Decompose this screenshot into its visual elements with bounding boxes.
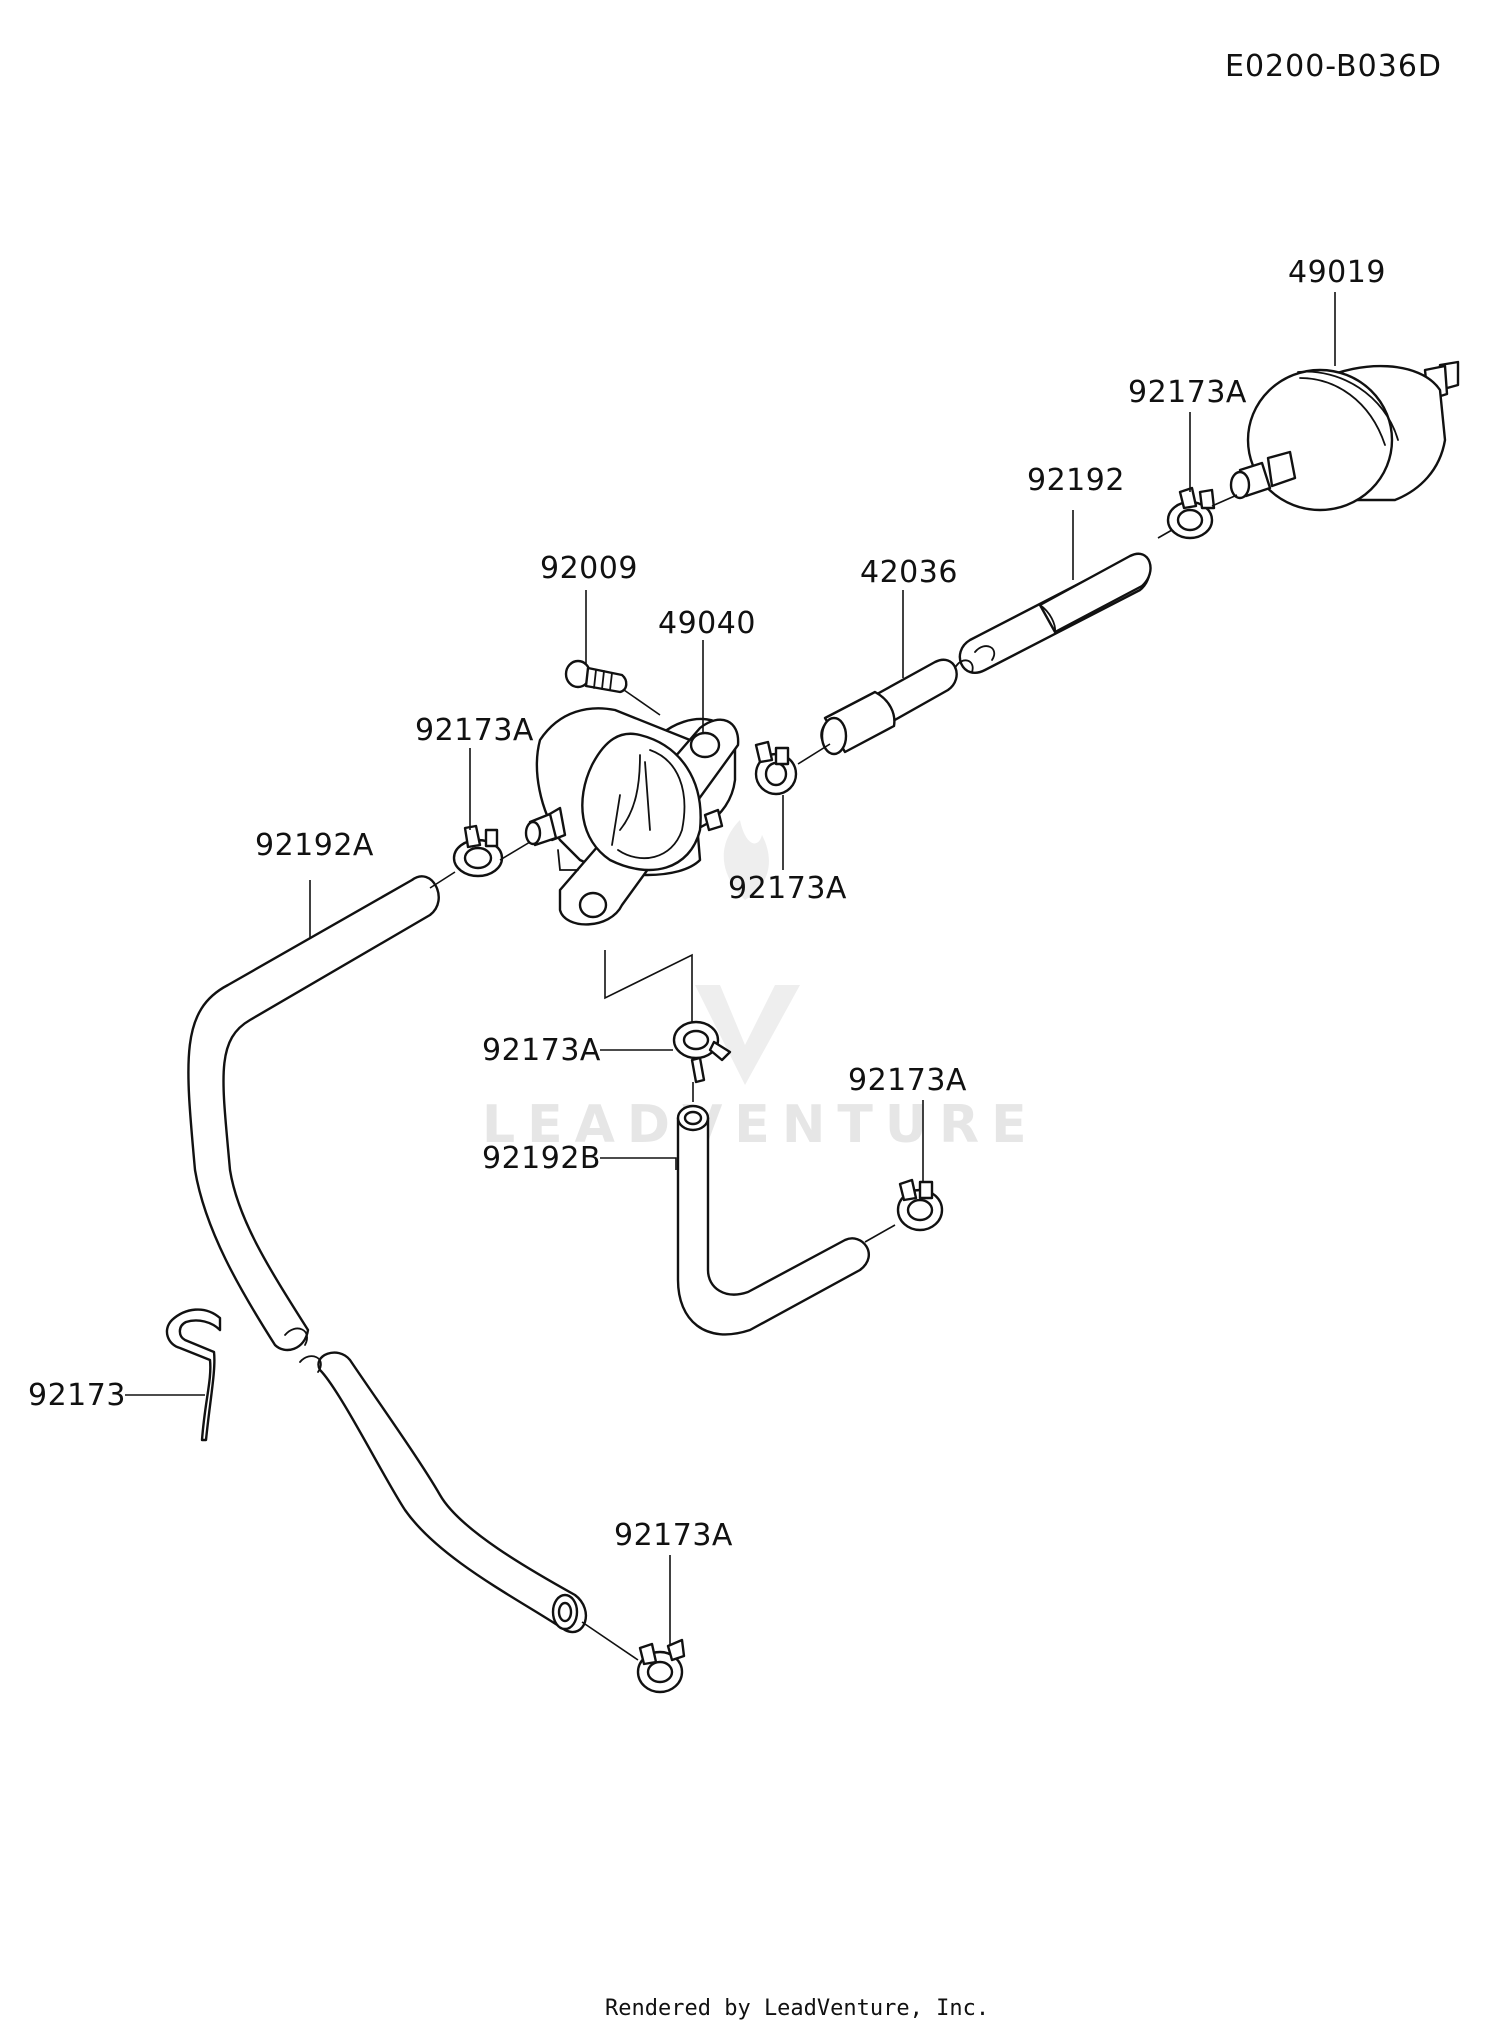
hose-upper-illustration[interactable] <box>958 552 1152 674</box>
clamp-hose-b-illustration[interactable] <box>896 1178 944 1232</box>
callout-92173A-pump-bottom[interactable]: 92173A <box>482 1033 601 1068</box>
reference-code: E0200-B036D <box>1225 49 1442 84</box>
clip-illustration[interactable] <box>165 1308 222 1442</box>
fuel-pump-illustration[interactable] <box>524 707 740 926</box>
callout-92009[interactable]: 92009 <box>540 551 638 586</box>
pipe-joint-illustration[interactable] <box>820 658 958 756</box>
callout-49019[interactable]: 49019 <box>1288 255 1386 290</box>
break-mark-upper <box>954 645 996 673</box>
hose-b-illustration[interactable] <box>676 1104 870 1336</box>
callout-92173A-hose-b[interactable]: 92173A <box>848 1063 967 1098</box>
break-mark-lower <box>284 1327 322 1373</box>
callout-92192B[interactable]: 92192B <box>482 1141 601 1176</box>
callout-49040[interactable]: 49040 <box>658 606 756 641</box>
clamp-pump-left-illustration[interactable] <box>452 824 504 878</box>
callout-92192A[interactable]: 92192A <box>255 828 374 863</box>
clamp-pump-right-illustration[interactable] <box>754 740 798 796</box>
clamp-filter-illustration[interactable] <box>1166 486 1216 540</box>
callout-92173A-pump-right[interactable]: 92173A <box>728 871 847 906</box>
callout-labels: 49019 92173A 92192 42036 92009 49040 921… <box>28 255 1386 1553</box>
callout-92192[interactable]: 92192 <box>1027 463 1125 498</box>
callout-92173A-filter[interactable]: 92173A <box>1128 375 1247 410</box>
watermark-text: LEADVENTURE <box>482 1095 1039 1155</box>
callout-92173A-pump-left[interactable]: 92173A <box>415 713 534 748</box>
leader-lines <box>125 292 1336 1661</box>
clamp-pump-bottom-illustration[interactable] <box>672 1020 732 1084</box>
watermark: LEADVENTURE <box>482 820 1039 1155</box>
callout-92173A-hose-end[interactable]: 92173A <box>614 1518 733 1553</box>
clamp-hose-end-illustration[interactable] <box>636 1638 686 1694</box>
hose-long-illustration[interactable] <box>187 875 587 1634</box>
fuel-filter-illustration[interactable] <box>1229 360 1460 512</box>
footer-credit: Rendered by LeadVenture, Inc. <box>605 1996 989 2021</box>
callout-92173[interactable]: 92173 <box>28 1378 126 1413</box>
bolt-illustration[interactable] <box>564 659 628 694</box>
callout-42036[interactable]: 42036 <box>860 555 958 590</box>
